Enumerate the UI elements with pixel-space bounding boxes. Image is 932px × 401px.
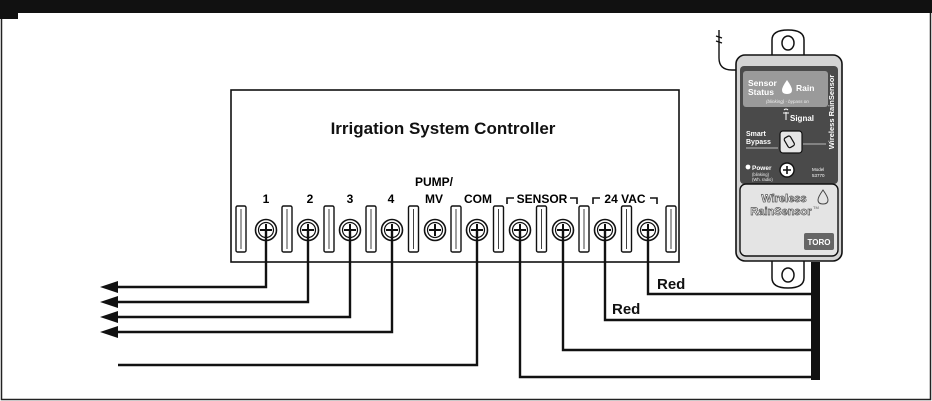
- arrow-zone-1: [100, 281, 118, 293]
- bypass-key-icon: [783, 135, 795, 149]
- terminal-label-com: COM: [464, 192, 492, 206]
- cable-bundle: [811, 262, 820, 380]
- wire-zone-3: [118, 230, 352, 319]
- smart-bypass-button[interactable]: [779, 130, 803, 154]
- header-notch: [0, 13, 18, 19]
- terminal-label-3: 3: [347, 192, 354, 206]
- terminal-label-1: 1: [263, 192, 270, 206]
- terminal-label-2: 2: [307, 192, 314, 206]
- power-label: Power: [752, 165, 772, 172]
- status-label-line1: Sensor: [748, 78, 778, 88]
- arrowheads: [100, 281, 118, 338]
- model-label-line2: 53770: [812, 173, 825, 178]
- sensor-wires: [518, 230, 815, 379]
- wire-sensor-1: [518, 230, 815, 379]
- arrow-zone-2: [100, 296, 118, 308]
- power-sublabel-line2: (Wh. radio): [752, 177, 773, 182]
- power-led-icon: [745, 164, 751, 170]
- model-label-line1: Model: [812, 167, 824, 172]
- wire-label-red-lower: Red: [612, 301, 640, 318]
- status-label-line2: Status: [748, 87, 774, 97]
- wire-zone-2: [118, 230, 310, 304]
- status-sublabel: (blinking) - bypass on: [766, 99, 809, 104]
- antenna: [715, 30, 741, 71]
- signal-label: Signal: [790, 114, 814, 123]
- header-band: [0, 0, 932, 13]
- controller-title: Irrigation System Controller: [331, 119, 556, 138]
- wire-label-red-upper: Red: [657, 276, 685, 293]
- vac-bracket: [592, 197, 658, 204]
- wire-common: [118, 230, 479, 367]
- terminal-label-mv: MV: [425, 192, 443, 206]
- wire-vac-1: [603, 230, 815, 322]
- power-sublabel-line1: (blinking): [752, 172, 770, 177]
- brand-trademark: TM: [813, 205, 819, 210]
- wire-zone-4: [118, 230, 394, 334]
- screw-slot-icon: [429, 224, 441, 236]
- arrow-zone-4: [100, 326, 118, 338]
- rain-drop-icon: [782, 80, 792, 94]
- terminal-label-4: 4: [388, 192, 395, 206]
- signal-icon: [783, 108, 789, 120]
- toro-logo-badge: [804, 233, 834, 250]
- brand-drop-icon: [817, 189, 829, 205]
- brand-line2: RainSensor: [750, 206, 812, 218]
- arrow-zone-3: [100, 311, 118, 323]
- terminal-label-24vac: 24 VAC: [604, 192, 645, 206]
- wire-zone-1: [118, 230, 268, 289]
- terminal-label-sensor: SENSOR: [517, 192, 568, 206]
- wire-sensor-2: [561, 230, 815, 352]
- panel-screw-slot: [783, 166, 791, 174]
- smart-bypass-line2: Bypass: [746, 139, 771, 146]
- brand-line1: Wireless: [761, 193, 806, 205]
- terminal-label-pump: PUMP/: [415, 175, 454, 189]
- side-product-label: Wireless RainSensor: [827, 75, 836, 150]
- wire-vac-2: [646, 230, 815, 296]
- toro-logo-text: TORO: [808, 238, 831, 247]
- sensor-bracket: [506, 197, 578, 204]
- smart-bypass-line1: Smart: [746, 131, 767, 138]
- bottom-mount-hole: [781, 267, 795, 283]
- rain-label: Rain: [796, 83, 814, 93]
- top-mount-hole: [781, 35, 795, 51]
- zone-wires: [118, 230, 479, 367]
